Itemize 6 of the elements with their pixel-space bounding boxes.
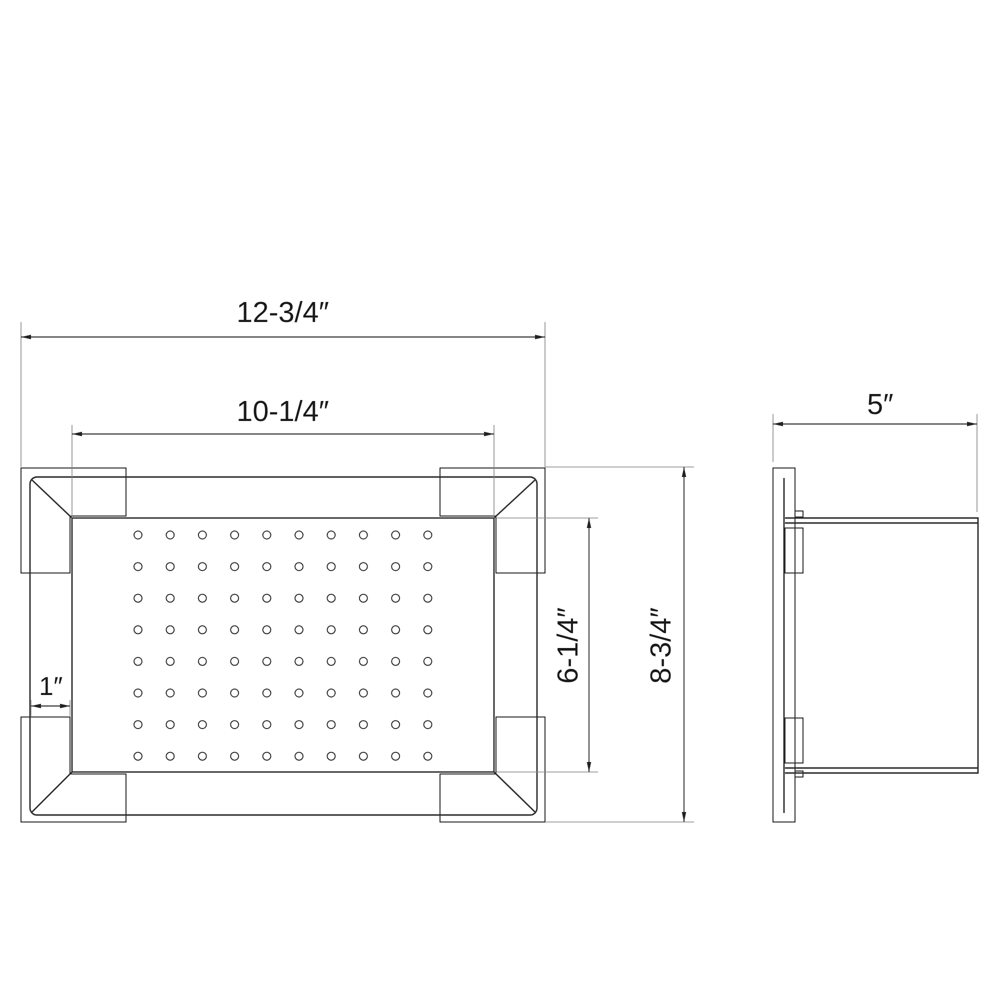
dimension-label: 1″ [39, 673, 63, 699]
dimension-label: 8-3/4″ [648, 606, 677, 684]
dimension-label: 5″ [867, 390, 894, 420]
dimension-label: 12-3/4″ [236, 298, 329, 328]
dimension-label: 10-1/4″ [236, 398, 329, 426]
dimension-label: 6-1/4″ [554, 606, 584, 684]
